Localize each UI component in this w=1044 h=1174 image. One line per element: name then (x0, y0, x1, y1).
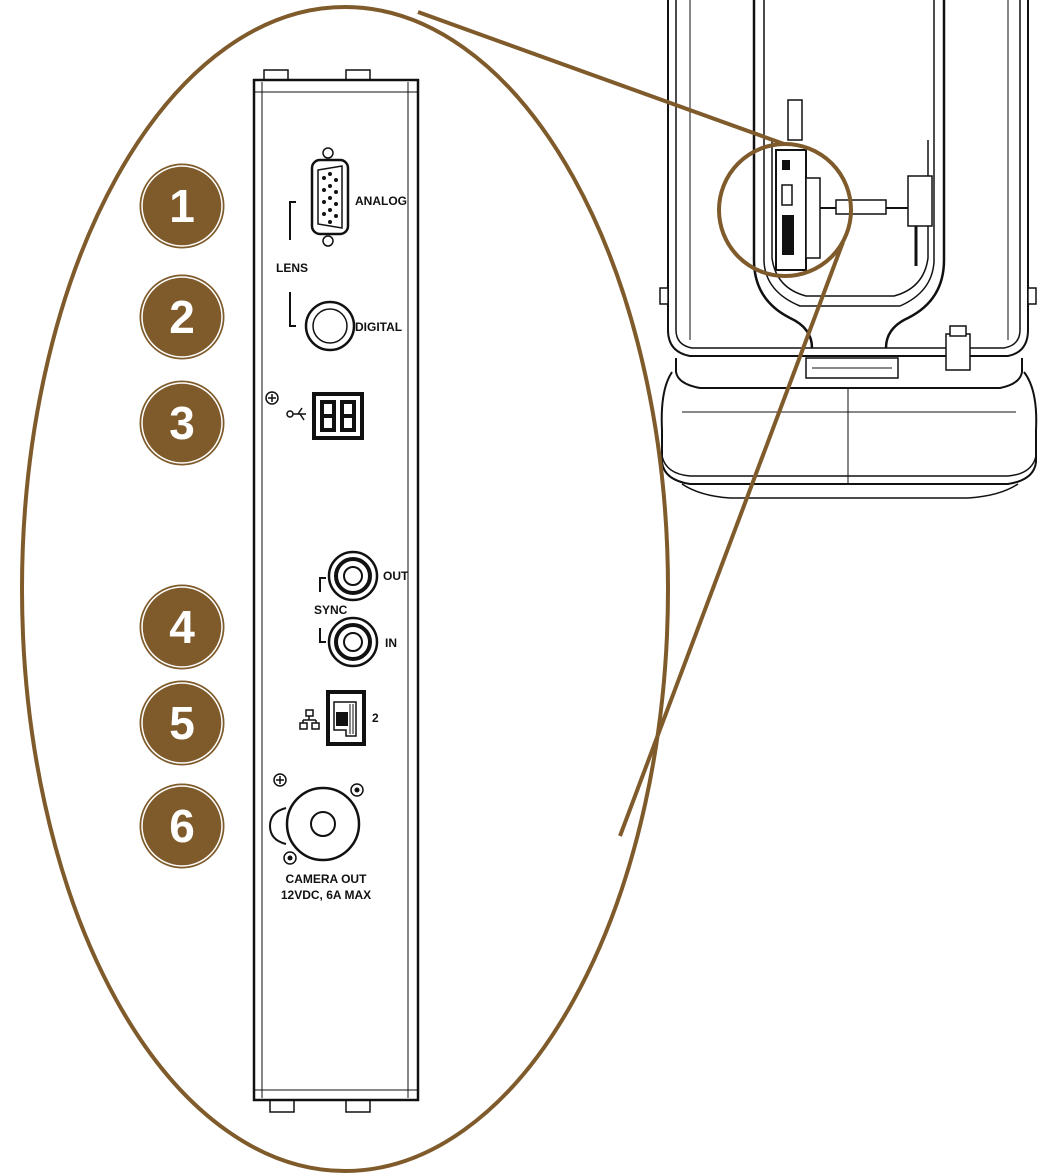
ethernet-port-icon (299, 690, 366, 746)
analog-label: ANALOG (355, 194, 407, 208)
callout-badge-3: 3 (136, 377, 228, 469)
callout-badge-2: 2 (136, 271, 228, 363)
callout-badge-6: 6 (136, 780, 228, 872)
product-overview (659, 0, 1038, 499)
callout-number-4: 4 (169, 601, 195, 653)
sync-bnc-connectors-icon (319, 550, 379, 668)
callout-badge-5: 5 (136, 677, 228, 769)
magnifier-callout (20, 5, 853, 1173)
camera-power-rating-label: 12VDC, 6A MAX (281, 888, 371, 902)
digital-lens-connector-icon (304, 300, 356, 352)
vga-connector-icon (310, 147, 350, 247)
callout-badge-1: 1 (136, 160, 228, 252)
sync-label: SYNC (314, 603, 348, 617)
sync-in-label: IN (385, 636, 397, 650)
camera-out-label: CAMERA OUT (286, 872, 368, 886)
lens-label: LENS (276, 261, 308, 275)
digital-label: DIGITAL (355, 320, 402, 334)
callout-number-3: 3 (169, 397, 195, 449)
callout-badge-4: 4 (136, 581, 228, 673)
callout-number-2: 2 (169, 291, 195, 343)
usb-connector-icon (265, 391, 364, 440)
callout-number-5: 5 (169, 697, 195, 749)
ethernet-number-label: 2 (372, 711, 379, 725)
sync-out-label: OUT (383, 569, 409, 583)
callout-number-6: 6 (169, 800, 195, 852)
camera-power-connector-icon (268, 773, 364, 865)
callout-number-1: 1 (169, 180, 195, 232)
